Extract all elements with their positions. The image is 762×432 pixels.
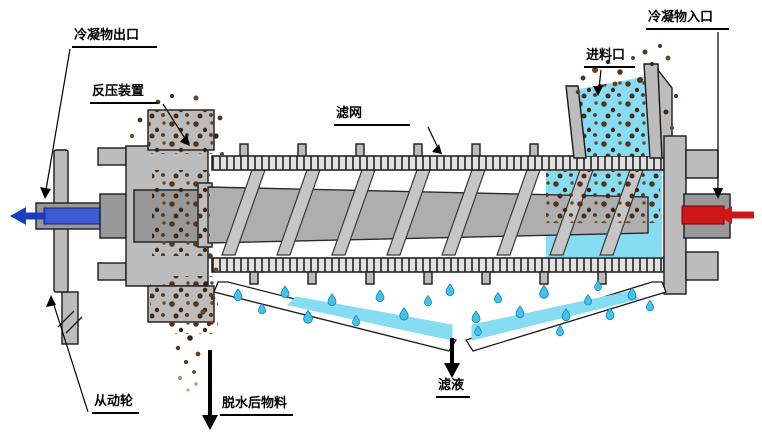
label-dewatered-material: 脱水后物料 bbox=[220, 396, 294, 416]
arrow-filtrate bbox=[444, 338, 460, 378]
hopper-particles bbox=[574, 76, 656, 156]
hopper-left-wall bbox=[565, 85, 587, 159]
barrel bbox=[197, 143, 665, 285]
tray-left-slope bbox=[213, 281, 458, 352]
support-leg bbox=[61, 291, 79, 345]
leader-driven-wheel bbox=[46, 295, 89, 413]
collection-tray bbox=[213, 280, 667, 352]
leader-feed-inlet bbox=[593, 69, 603, 96]
bolt-block-bottom bbox=[97, 262, 127, 281]
material-particles bbox=[130, 94, 224, 392]
label-filter-screen: 滤网 bbox=[334, 106, 411, 126]
label-condensate-inlet: 冷凝物入口 bbox=[646, 10, 730, 30]
leader-filter-screen bbox=[427, 126, 442, 154]
right-block-bottom bbox=[685, 251, 719, 281]
barrel-slurry-particles bbox=[546, 171, 660, 223]
barrel-bottom-lugs bbox=[249, 271, 607, 285]
condensate-inlet-arrow bbox=[716, 206, 754, 224]
right-end-assembly bbox=[663, 135, 731, 295]
leader-back-pressure bbox=[162, 103, 190, 146]
leader-condensate-inlet bbox=[713, 32, 723, 199]
condensate-channel bbox=[43, 207, 109, 225]
label-driven-wheel: 从动轮 bbox=[92, 394, 140, 414]
leader-condensate-outlet bbox=[40, 48, 71, 199]
feed-hopper bbox=[565, 44, 678, 159]
label-back-pressure-device: 反压装置 bbox=[90, 84, 159, 104]
filter-screen-top bbox=[211, 155, 665, 171]
right-block-top bbox=[685, 149, 719, 179]
arrow-dewatered-material bbox=[202, 350, 218, 430]
filter-screen-bottom bbox=[211, 257, 665, 273]
label-condensate-outlet: 冷凝物出口 bbox=[72, 28, 158, 48]
condensate-outlet-arrow bbox=[10, 207, 46, 225]
label-filtrate: 滤液 bbox=[436, 378, 471, 398]
bolt-block-top bbox=[97, 147, 127, 166]
barrel-top-lugs bbox=[239, 143, 539, 158]
spilled-particles bbox=[575, 44, 678, 130]
label-feed-inlet: 进料口 bbox=[584, 48, 636, 68]
